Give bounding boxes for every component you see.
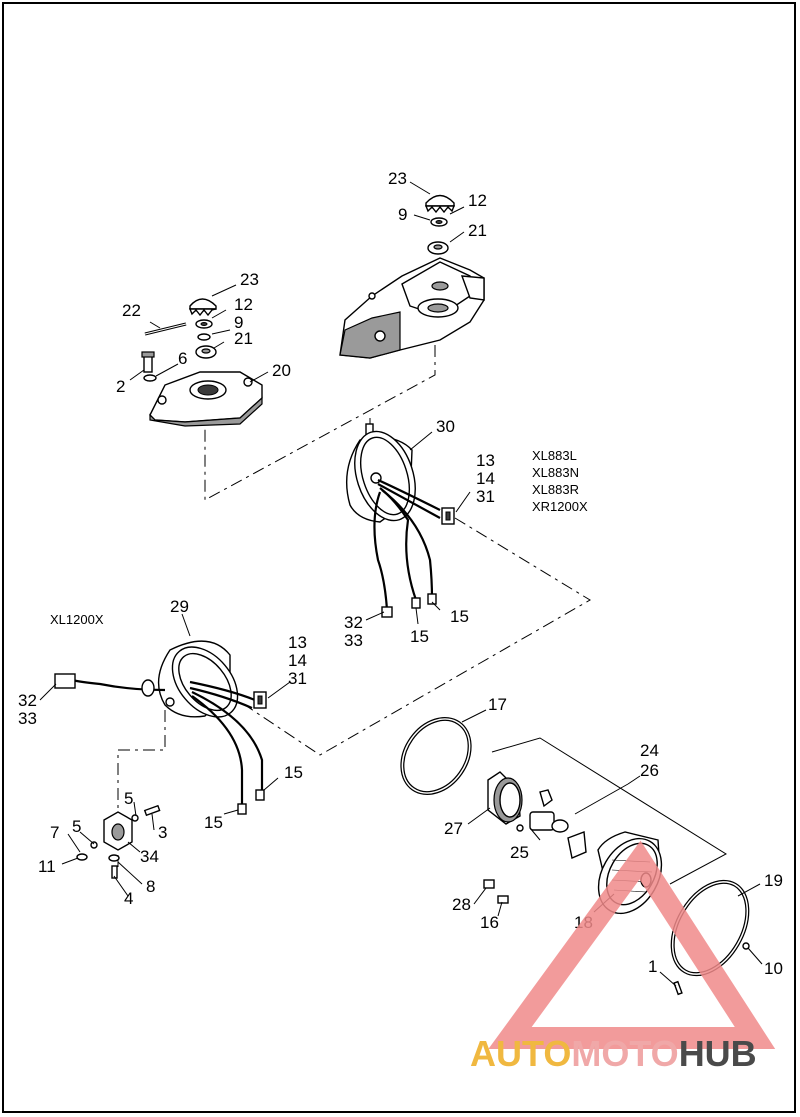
callout-10: 10 — [764, 959, 783, 978]
watermark-text: AUTOMOTOHUB — [470, 1033, 757, 1074]
callout-15: 15 — [450, 607, 469, 626]
callout-34: 34 — [140, 847, 159, 866]
callout-8: 8 — [146, 877, 155, 896]
callout-12: 12 — [468, 191, 487, 210]
upper-clamp-cover — [149, 371, 263, 427]
handlebar-riser-clamp — [339, 257, 485, 359]
top-cap-stack — [424, 194, 456, 255]
callout-23: 23 — [240, 270, 259, 289]
callout-17: 17 — [488, 695, 507, 714]
headlamp-housing-29 — [157, 640, 239, 718]
callout-26: 26 — [640, 761, 659, 780]
callout-31: 31 — [476, 487, 495, 506]
bolt-2 — [141, 351, 157, 382]
watermark-logo — [488, 840, 776, 1049]
retaining-ring-17 — [400, 716, 472, 796]
callout-22: 22 — [122, 301, 141, 320]
model-list-top: XL883L XL883N XL883R XR1200X — [532, 448, 588, 514]
callout-23: 23 — [388, 169, 407, 188]
bulb-socket-27 — [487, 771, 523, 825]
callout-28: 28 — [452, 895, 471, 914]
callout-6: 6 — [178, 349, 187, 368]
callout-labels: 23 12 9 21 23 22 12 9 6 21 2 20 30 13 14… — [18, 169, 783, 978]
callout-13: 13 — [288, 633, 307, 652]
leader-lines — [39, 181, 763, 987]
callout-19: 19 — [764, 871, 783, 890]
callout-21: 21 — [468, 221, 487, 240]
callout-14: 14 — [476, 469, 495, 488]
callout-25: 25 — [510, 843, 529, 862]
callout-7: 7 — [50, 823, 59, 842]
callout-20: 20 — [272, 361, 291, 380]
screw-22 — [144, 322, 187, 336]
callout-21: 21 — [234, 329, 253, 348]
callout-bracket-24-26 — [491, 737, 727, 885]
callout-15: 15 — [204, 813, 223, 832]
callout-15: 15 — [284, 763, 303, 782]
callout-5: 5 — [124, 789, 133, 808]
callout-30: 30 — [436, 417, 455, 436]
callout-9: 9 — [398, 205, 407, 224]
housing-30-wires — [373, 478, 455, 618]
housing-29-wires — [54, 673, 267, 815]
callout-14: 14 — [288, 651, 307, 670]
callout-2: 2 — [116, 377, 125, 396]
callout-13: 13 — [476, 451, 495, 470]
model-name: XL883R — [532, 482, 579, 497]
callout-33: 33 — [344, 631, 363, 650]
headlamp-housing-30 — [345, 423, 416, 523]
bulb-25 — [516, 789, 587, 859]
callout-31: 31 — [288, 669, 307, 688]
callout-4: 4 — [124, 889, 133, 908]
pilot-lamp-28 — [483, 879, 509, 904]
callout-27: 27 — [444, 819, 463, 838]
callout-11: 11 — [38, 857, 56, 876]
callout-1: 1 — [648, 957, 657, 976]
callout-32: 32 — [344, 613, 363, 632]
model-name: XL883L — [532, 448, 577, 463]
callout-15: 15 — [410, 627, 429, 646]
callout-33: 33 — [18, 709, 37, 728]
mount-bracket-34 — [76, 804, 161, 879]
callout-16: 16 — [480, 913, 499, 932]
callout-5: 5 — [72, 817, 81, 836]
model-name: XR1200X — [532, 499, 588, 514]
callout-12: 12 — [234, 295, 253, 314]
callout-24: 24 — [640, 741, 659, 760]
model-name-left: XL1200X — [50, 612, 104, 627]
callout-3: 3 — [158, 823, 167, 842]
left-cap-stack — [188, 298, 217, 359]
model-name: XL883N — [532, 465, 579, 480]
callout-9: 9 — [234, 313, 243, 332]
callout-32: 32 — [18, 691, 37, 710]
callout-29: 29 — [170, 597, 189, 616]
